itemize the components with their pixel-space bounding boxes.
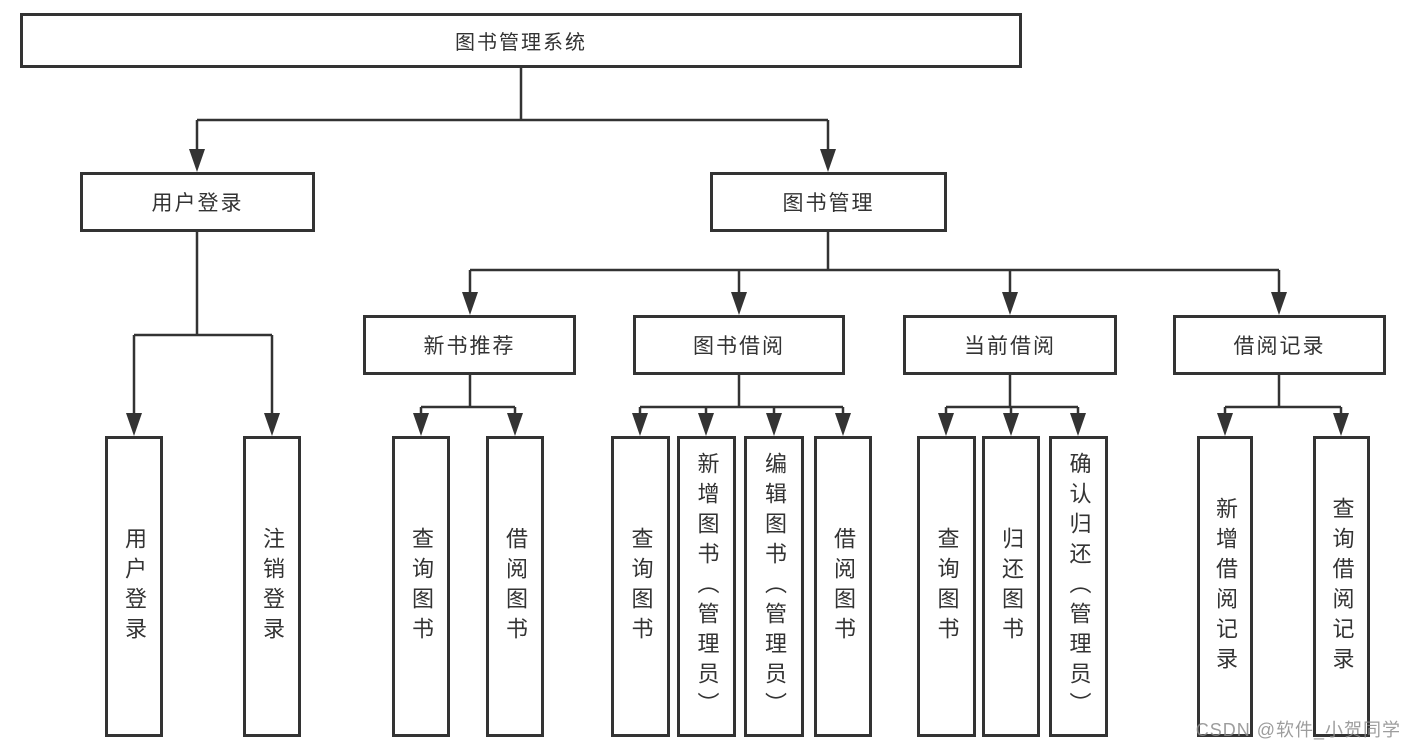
connector-new-book-rec: [419, 375, 517, 415]
leaf-borrow-books-recommend: 借阅图书: [486, 436, 544, 737]
arrowhead-icon: [1333, 413, 1349, 436]
arrowhead-icon: [698, 413, 714, 436]
arrowhead-icon: [731, 292, 747, 315]
node-book-borrowing: 图书借阅: [633, 315, 845, 375]
connector-current-borrow: [944, 375, 1080, 415]
connector-book-mgmt: [468, 232, 1281, 294]
leaf-edit-book-admin: 编辑图书（管理员）: [744, 436, 804, 737]
node-library-management-system: 图书管理系统: [20, 13, 1022, 68]
connector-book-borrow: [638, 375, 845, 415]
arrowhead-icon: [126, 413, 142, 436]
node-borrowing-records: 借阅记录: [1173, 315, 1386, 375]
arrowhead-icon: [1070, 413, 1086, 436]
node-user-login-branch: 用户登录: [80, 172, 315, 232]
csdn-watermark: CSDN @软件_小贺同学: [1195, 720, 1401, 740]
node-current-borrowing: 当前借阅: [903, 315, 1117, 375]
leaf-user-login: 用户登录: [105, 436, 163, 737]
arrowhead-icon: [189, 149, 205, 172]
arrowhead-icon: [835, 413, 851, 436]
leaf-add-book-admin: 新增图书（管理员）: [677, 436, 736, 737]
arrowhead-icon: [1271, 292, 1287, 315]
node-new-book-recommendation: 新书推荐: [363, 315, 576, 375]
leaf-query-books-borrowing: 查询图书: [611, 436, 670, 737]
node-book-management-branch: 图书管理: [710, 172, 947, 232]
arrowhead-icon: [507, 413, 523, 436]
leaf-return-books: 归还图书: [982, 436, 1040, 737]
arrowhead-icon: [632, 413, 648, 436]
arrowhead-icon: [820, 149, 836, 172]
leaf-confirm-return-admin: 确认归还（管理员）: [1049, 436, 1108, 737]
arrowhead-icon: [264, 413, 280, 436]
leaf-query-borrow-record: 查询借阅记录: [1313, 436, 1370, 737]
connector-user-login: [132, 232, 274, 415]
arrowhead-icon: [766, 413, 782, 436]
arrowhead-icon: [462, 292, 478, 315]
connector-borrow-records: [1223, 375, 1343, 415]
leaf-query-books-recommend: 查询图书: [392, 436, 450, 737]
leaf-add-borrow-record: 新增借阅记录: [1197, 436, 1253, 737]
arrowhead-icon: [1002, 292, 1018, 315]
leaf-borrow-books: 借阅图书: [814, 436, 872, 737]
connector-root-to-branches: [195, 68, 830, 151]
arrowhead-icon: [413, 413, 429, 436]
arrowhead-icon: [1217, 413, 1233, 436]
leaf-query-books-current: 查询图书: [917, 436, 976, 737]
leaf-logout: 注销登录: [243, 436, 301, 737]
arrowhead-icon: [1003, 413, 1019, 436]
arrowhead-icon: [938, 413, 954, 436]
